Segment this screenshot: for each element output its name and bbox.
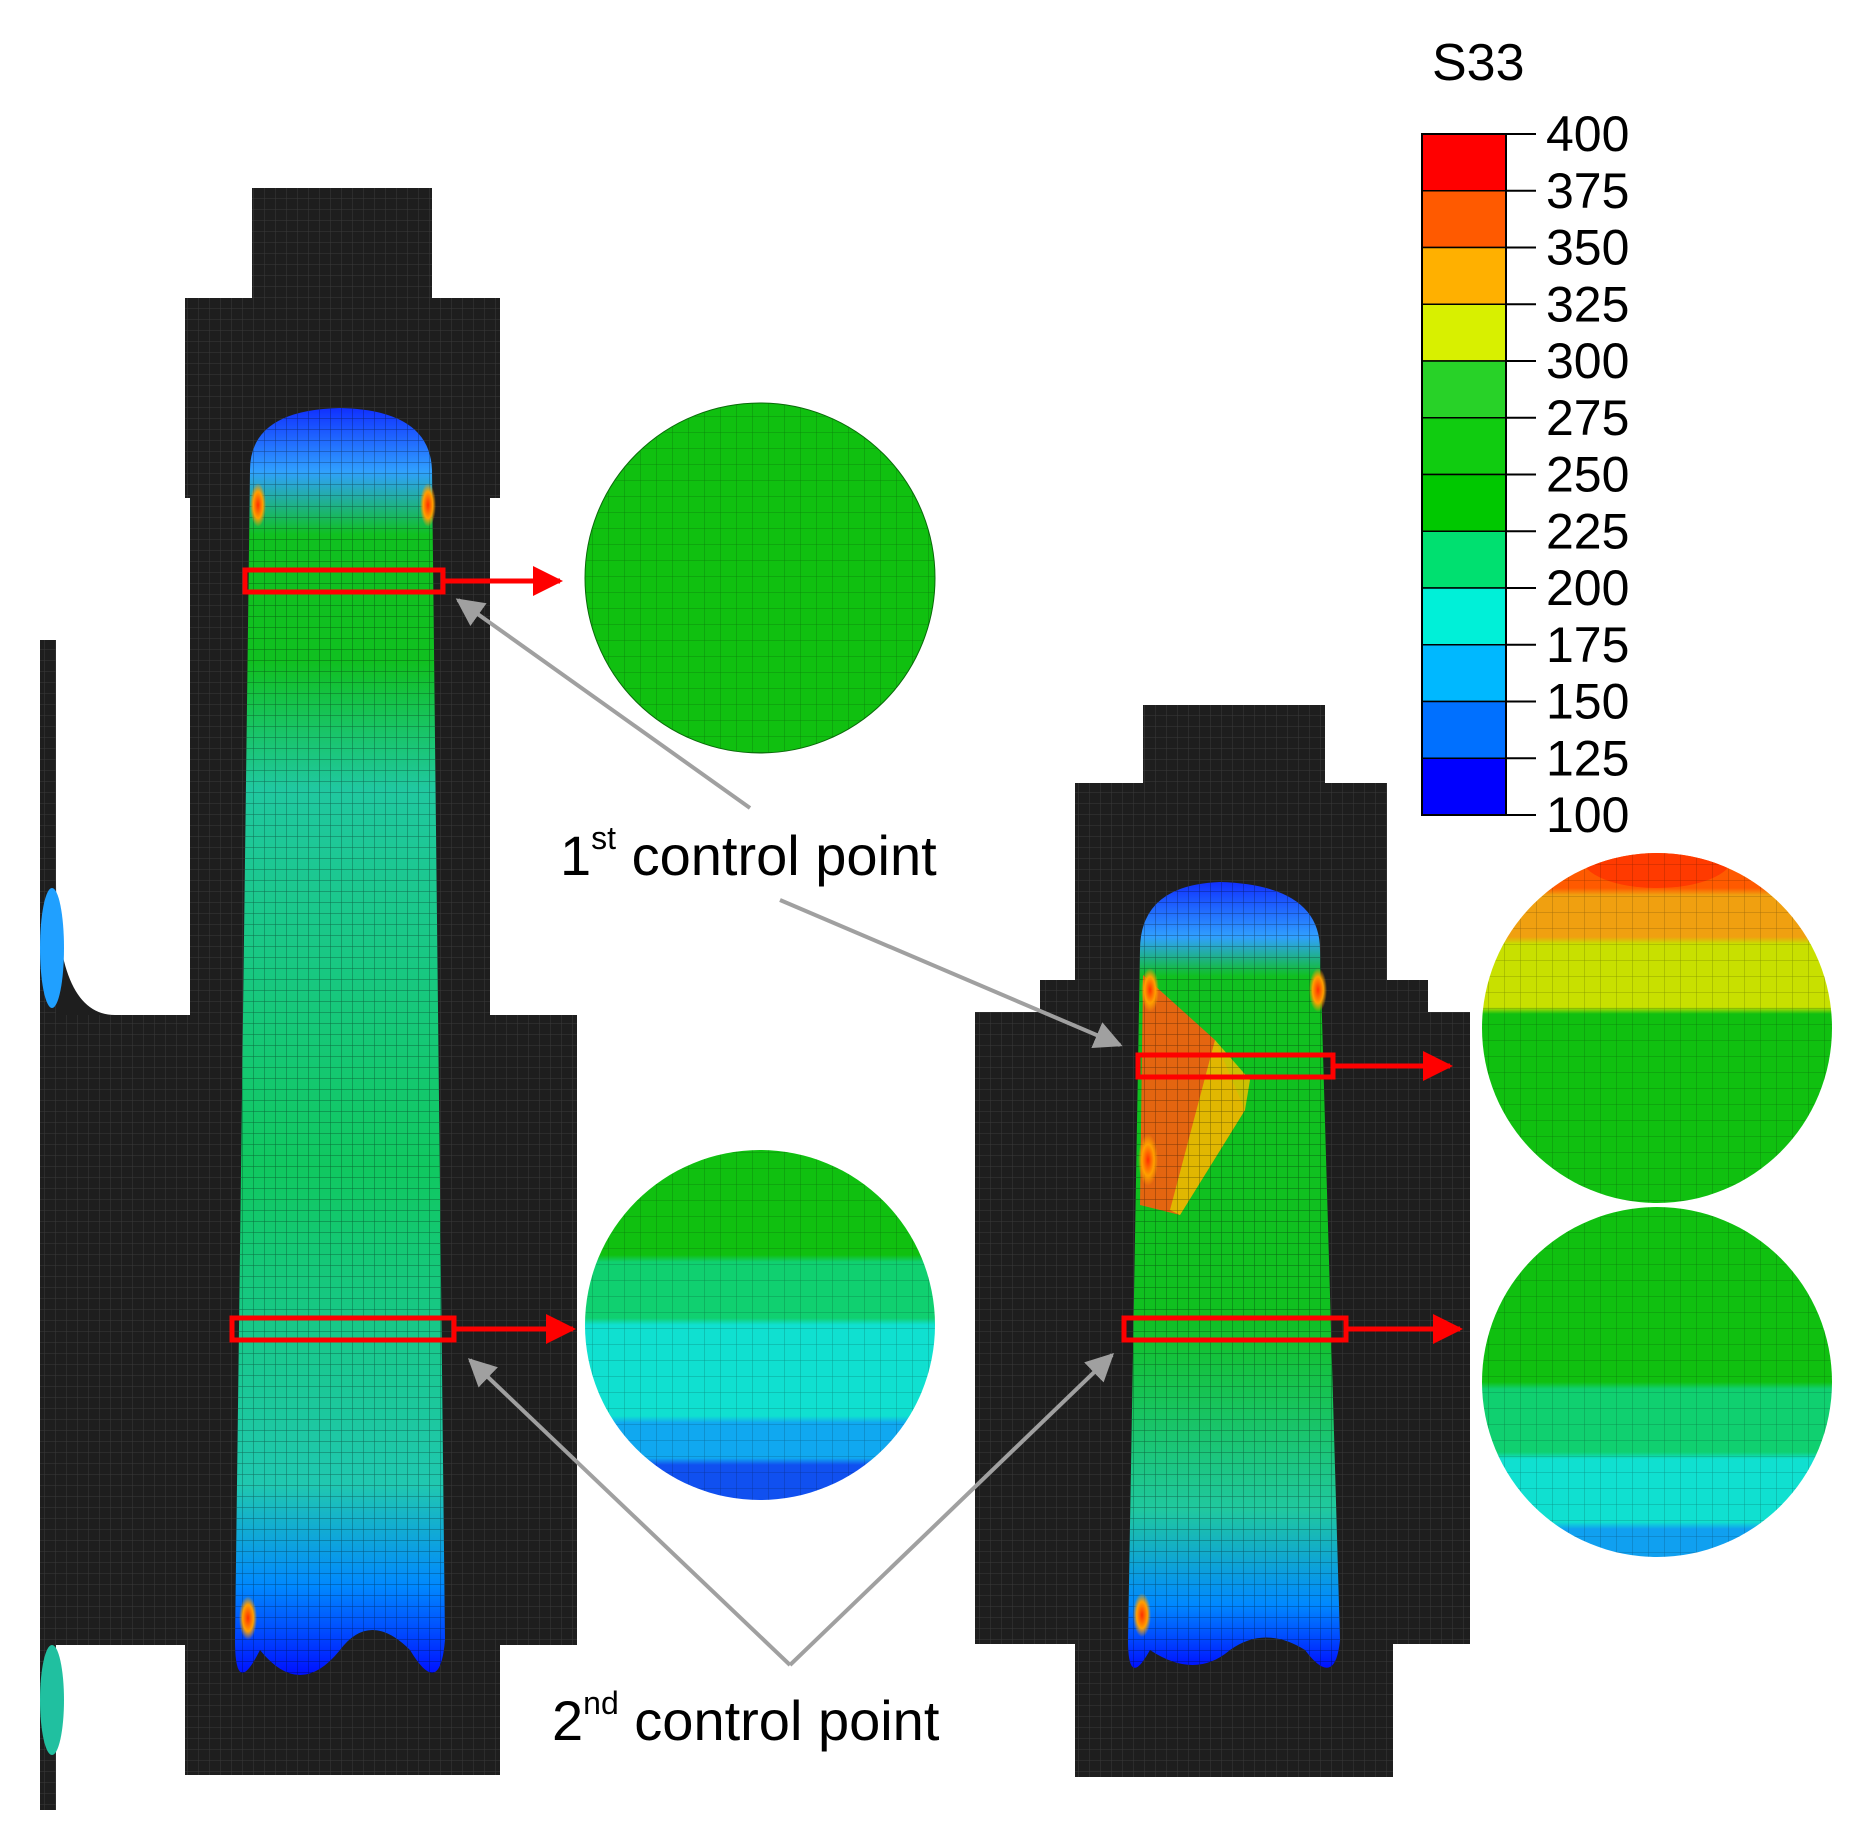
right-bolted-joint-model <box>975 705 1470 1777</box>
right-head-top-mesh <box>1143 705 1325 785</box>
leader-second-right <box>788 1353 1115 1667</box>
right-nut-mesh <box>1075 1642 1393 1777</box>
legend-title: S33 <box>1432 34 1525 92</box>
left-head-top-mesh <box>252 188 432 300</box>
left-wall-stress-lower <box>40 1645 64 1755</box>
legend-tick-label-11: 125 <box>1546 730 1629 786</box>
stress-legend: S33 400375350325300275250225200175150125… <box>1421 34 1629 843</box>
legend-band-10 <box>1421 700 1507 759</box>
left-upper-fillet <box>56 880 115 1015</box>
leader-first-right <box>779 898 1123 1048</box>
legend-band-8 <box>1421 587 1507 646</box>
second-label-sup: nd <box>583 1685 619 1721</box>
leader-second-left <box>467 1358 792 1667</box>
second-label-text: control point <box>619 1689 940 1752</box>
first-label-number: 1 <box>560 824 591 887</box>
right-bolt-shank-grid <box>1128 882 1340 1668</box>
legend-band-7 <box>1421 530 1507 589</box>
first-label-sup: st <box>591 820 616 856</box>
legend-tick-label-1: 375 <box>1546 163 1629 219</box>
legend-tick-label-0: 400 <box>1546 106 1629 162</box>
left-wall-mesh <box>40 640 56 1810</box>
left-hotspot-2 <box>420 483 436 527</box>
legend-tick-label-7: 225 <box>1546 503 1629 559</box>
right-hotspot-2 <box>1309 968 1327 1012</box>
left-hotspot-1 <box>250 483 266 527</box>
first-control-point-label: 1st control point <box>560 820 937 887</box>
left-lower-gap <box>56 1645 186 1815</box>
right-hotspot-4 <box>1133 1593 1151 1637</box>
leader-lines <box>455 598 1123 1667</box>
legend-band-11 <box>1421 757 1507 816</box>
left-wall-stress-upper <box>40 888 64 1008</box>
legend-band-6 <box>1421 473 1507 532</box>
legend-tick-label-6: 250 <box>1546 447 1629 503</box>
right-hotspot-1 <box>1141 968 1159 1012</box>
left-bolted-joint-model <box>40 188 577 1815</box>
right-hotspot-3 <box>1138 1134 1158 1186</box>
legend-tick-label-8: 200 <box>1546 560 1629 616</box>
legend-band-9 <box>1421 644 1507 703</box>
legend-band-2 <box>1421 246 1507 305</box>
legend-tick-label-5: 275 <box>1546 390 1629 446</box>
left-hotspot-3 <box>239 1596 257 1640</box>
legend-band-5 <box>1421 417 1507 476</box>
legend-tick-label-4: 300 <box>1546 333 1629 389</box>
left-bolt-shank-grid <box>235 408 445 1675</box>
left-section-disc-2 <box>585 1150 935 1500</box>
legend-band-3 <box>1421 303 1507 362</box>
legend-tick-label-3: 325 <box>1546 276 1629 332</box>
right-section-disc-1 <box>1482 853 1832 1203</box>
legend-band-4 <box>1421 360 1507 419</box>
second-label-number: 2 <box>552 1689 583 1752</box>
legend-color-bands <box>1421 133 1507 816</box>
legend-tick-label-9: 175 <box>1546 617 1629 673</box>
leader-first-left <box>455 598 752 810</box>
legend-band-1 <box>1421 190 1507 249</box>
right-section-disc-2 <box>1482 1207 1832 1557</box>
left-nut-mesh <box>185 1645 500 1775</box>
left-section-disc-1 <box>584 402 936 754</box>
first-label-text: control point <box>616 824 937 887</box>
legend-tick-label-12: 100 <box>1546 787 1629 843</box>
legend-tick-label-2: 350 <box>1546 220 1629 276</box>
legend-band-0 <box>1421 133 1507 192</box>
second-control-point-label: 2nd control point <box>552 1685 940 1752</box>
legend-tick-label-10: 150 <box>1546 674 1629 730</box>
